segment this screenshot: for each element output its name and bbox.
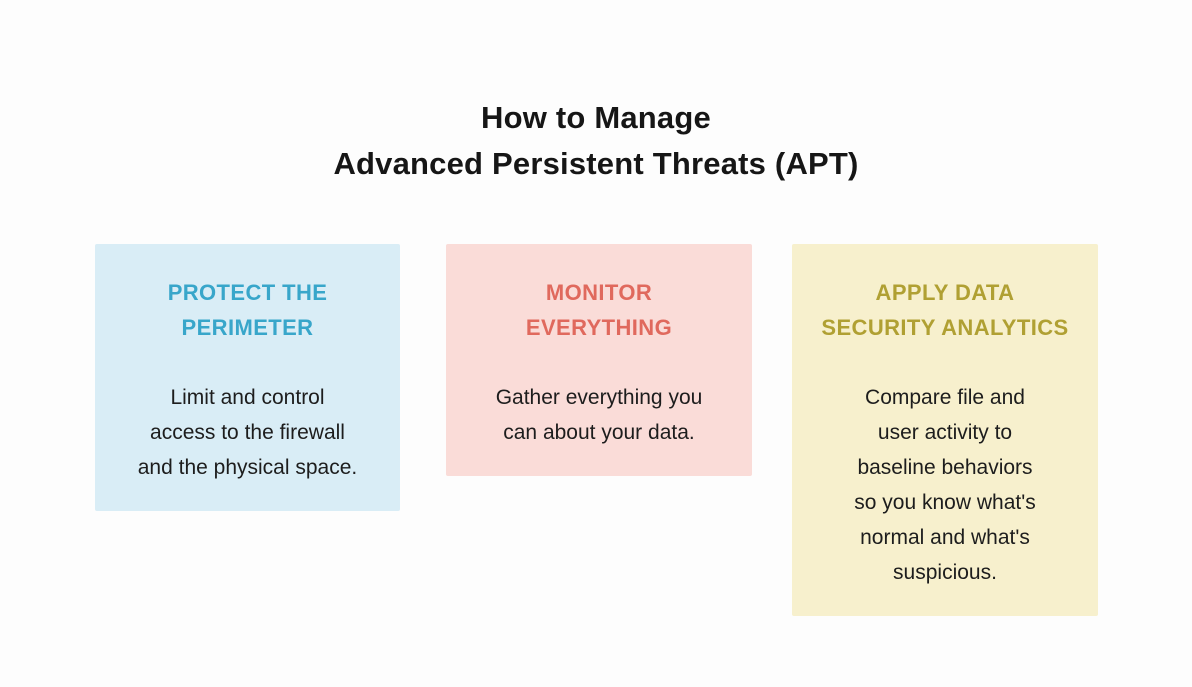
card-body-text: Compare file and user activity to baseli… — [854, 386, 1036, 584]
card-protect-the-perimeter: PROTECT THE PERIMETER Limit and control … — [95, 244, 400, 511]
card-body-text: Gather everything you can about your dat… — [495, 386, 703, 444]
card-apply-data-security-analytics: APPLY DATA SECURITY ANALYTICS Compare fi… — [792, 244, 1098, 616]
card-body-text: Limit and control access to the firewall… — [137, 386, 358, 479]
card-heading: MONITOR EVERYTHING — [525, 280, 673, 340]
card-heading: PROTECT THE PERIMETER — [167, 280, 328, 340]
page-title: How to Manage Advanced Persistent Threat… — [333, 99, 859, 181]
card-monitor-everything: MONITOR EVERYTHING Gather everything you… — [446, 244, 752, 476]
card-heading: APPLY DATA SECURITY ANALYTICS — [821, 280, 1069, 340]
